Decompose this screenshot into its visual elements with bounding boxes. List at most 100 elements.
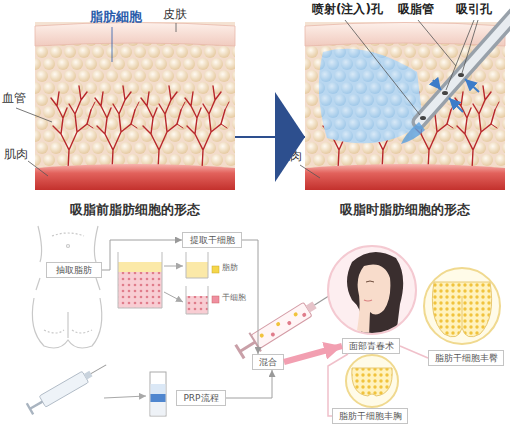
torso-outline [36,278,100,290]
platelet-layer [151,394,166,402]
torso-outline [38,226,98,262]
hip-outline [32,298,101,348]
process-arrow [104,396,146,398]
skin-cross-section [35,22,235,190]
fat-swatch [212,266,219,273]
syringe-flange [249,333,261,352]
cannula-scene [319,14,510,144]
process-arrow [164,266,183,267]
plasma-layer [151,384,166,394]
part-label: 皮肤 [163,8,187,22]
syringe-plunger [236,345,244,359]
suction-hole [442,91,448,95]
panel-caption: 吸脂前脂肪细胞的形态 [35,202,235,218]
box-text: 提取干细胞 [183,233,241,247]
syringe-plunger [30,402,42,409]
part-label: 吸引孔 [456,3,492,17]
syringe-needle [91,365,106,374]
navel [67,245,70,248]
part-label: 肌肉 [4,148,28,162]
breast-figure [352,368,392,396]
cell-dot [259,333,265,339]
fat-layer [118,262,162,272]
part-label: 喷射(注入)孔 [312,3,383,17]
face [356,265,390,337]
body-outline [32,226,101,348]
syringe-barrel [39,371,88,407]
syringe-hub [306,302,317,313]
flow-connector [284,346,342,362]
process-box: 提取干细胞 [182,232,242,248]
illustration-panel: 吸脂前脂肪细胞的形态 [35,22,235,218]
syringe-plunger [240,342,255,352]
cell-dot [293,312,299,318]
flow-connector [235,136,305,138]
eye [366,281,374,282]
box-text: 抽取脂肪 [47,263,101,277]
fat-tube [186,252,208,278]
box-text: 面部青春术 [343,339,399,353]
leader-line [418,20,456,66]
flow-connector [328,354,348,416]
suction-arrow [465,79,479,92]
part-label: 吸脂管 [398,3,434,17]
buttock-circle [424,268,500,344]
result-box: 脂肪干细胞丰臀 [428,350,504,366]
tube-bottom [151,402,166,416]
leader-line [176,23,177,32]
buttock-figure [432,282,491,337]
spray-jet [401,122,425,144]
breast-circle [346,355,398,407]
stem-cell-swatch [212,296,219,303]
process-arrow [164,292,183,302]
panel-caption: 吸脂时脂肪细胞的形态 [305,202,505,218]
box-text: PRP流程 [177,391,225,405]
part-label: 血管 [2,92,26,106]
flow-connector [226,370,272,398]
flow-connector [400,346,428,358]
hip-outline [44,330,92,333]
syringe-barrel [251,302,312,348]
lips [364,300,372,301]
beaker [118,252,162,308]
treated-area-tint [319,49,423,144]
process-box: 抽取脂肪 [46,262,102,278]
stem-cell-tube-content [186,296,208,314]
mixing-syringe [234,285,337,361]
leader-line [446,20,474,90]
face-figure [347,252,403,336]
leader-line [28,161,48,176]
part-label: 肌肉 [278,150,302,164]
suction-arrow [433,80,441,90]
box-text: 脂肪干细胞丰臀 [429,351,503,365]
treated-area [319,49,423,144]
leader-lines [16,20,478,178]
buttock-line [462,296,463,328]
result-box: 面部青春术 [342,338,400,354]
cell-dot [301,312,307,318]
process-box: PRP流程 [176,390,226,406]
cell-dot [270,332,276,338]
cell-dot [287,320,293,326]
prp-tube [150,372,166,416]
illustration-panel: 吸脂时脂肪细胞的形态 [305,22,505,218]
fat-tube-content [186,262,208,278]
leader-line [345,20,420,115]
flow-connector [242,240,258,354]
leader-line [16,108,52,122]
cell-layer [118,272,162,308]
cell-dot [275,321,281,327]
process-box: 混合 [252,354,284,370]
leader-line [300,165,320,178]
result-box: 脂肪干细胞丰胸 [332,408,408,424]
hair [347,252,403,336]
injection-hole [420,116,426,120]
box-text: 脂肪干细胞丰胸 [333,409,407,423]
cannula-tube [419,14,510,122]
part-label: 干细胞 [222,293,246,302]
cannula-highlight [419,14,510,122]
leader-line [462,20,478,73]
skin-cross-section [305,22,505,190]
stem-cell-tube [186,286,208,314]
